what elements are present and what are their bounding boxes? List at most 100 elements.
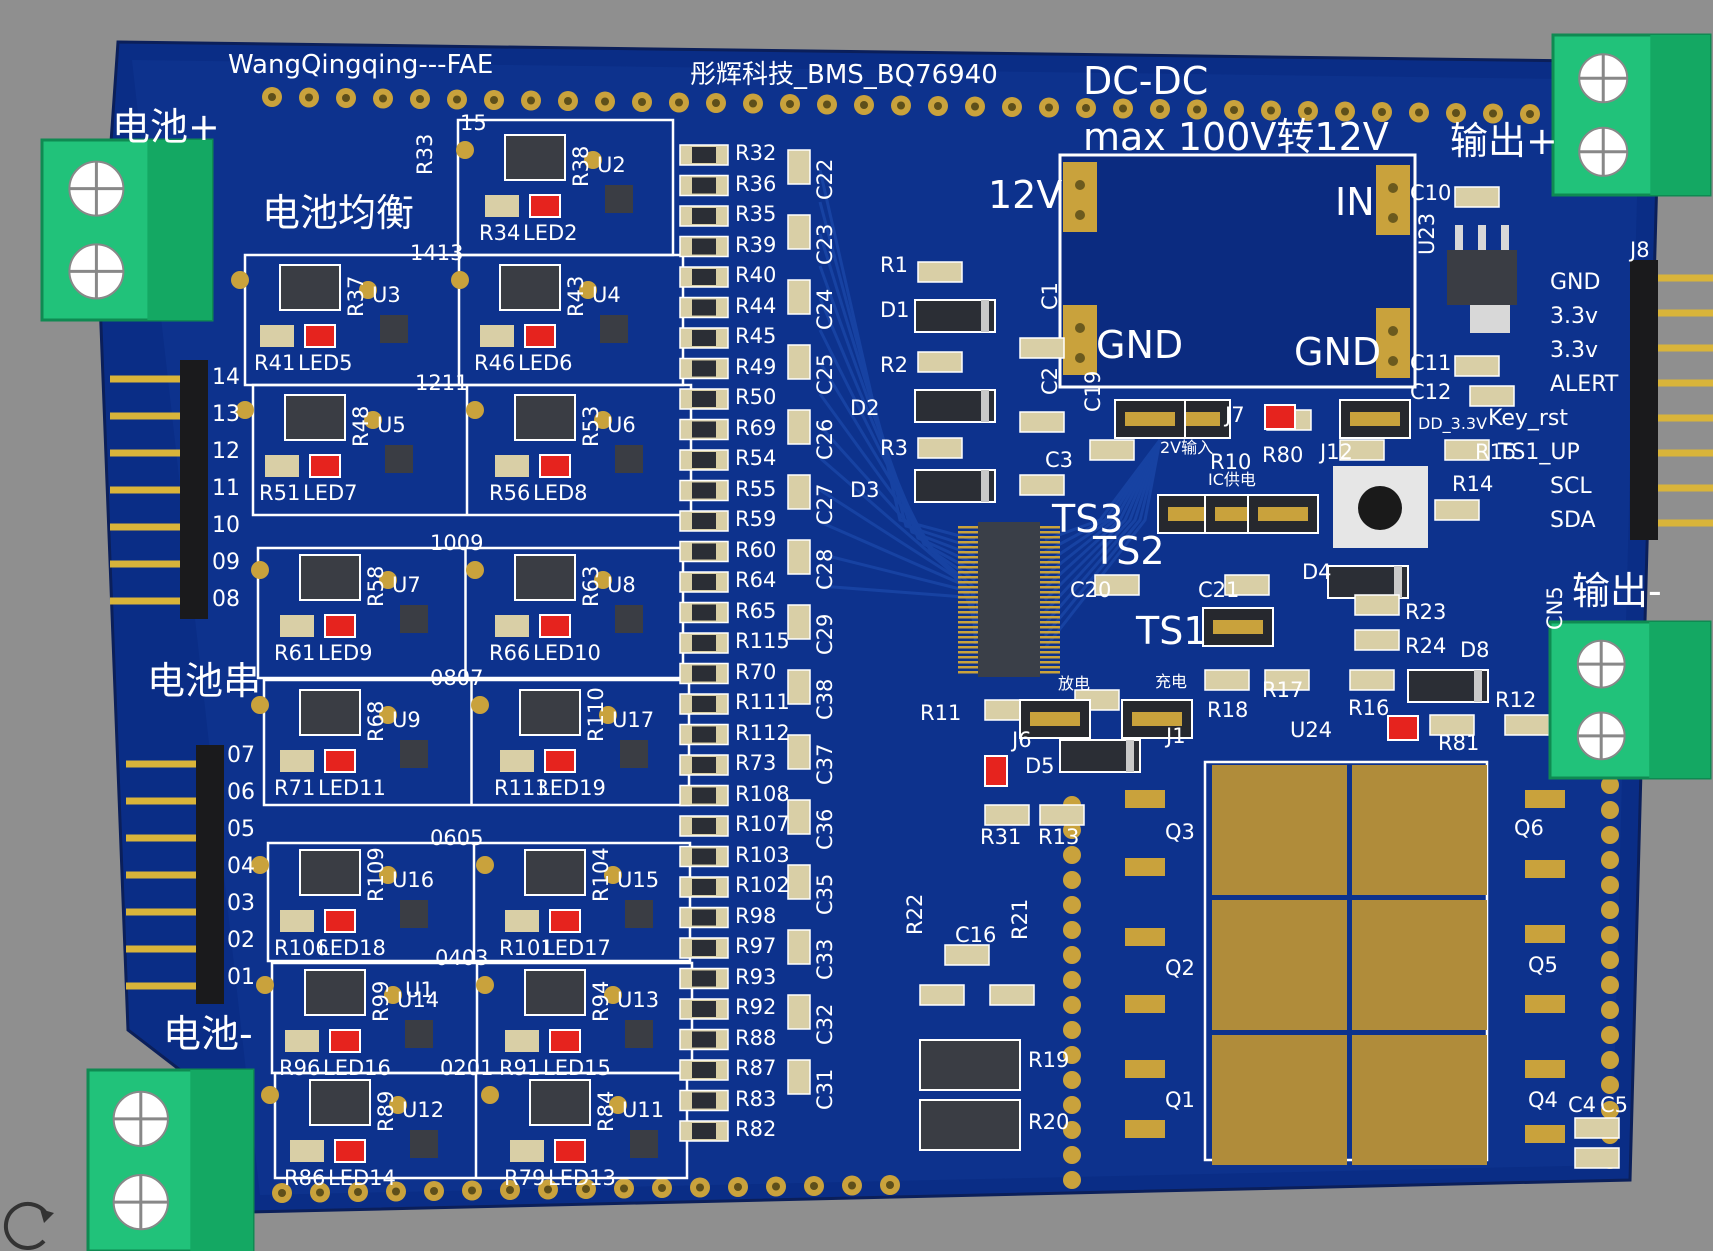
silk-r79: R79 — [504, 1166, 546, 1190]
silk-u17: U17 — [612, 708, 655, 732]
silk-d1: D1 — [880, 298, 910, 322]
silk-d4: D4 — [1302, 560, 1332, 584]
terminal-output-plus — [1551, 33, 1712, 197]
silk-battery-balance: 电池均衡 — [262, 191, 415, 235]
silk-j1: J1 — [1166, 724, 1186, 748]
silk-r10: R10 — [1210, 450, 1252, 474]
silk-12v: 12V — [988, 173, 1063, 217]
silk-r111: R111 — [735, 690, 790, 714]
silk-r12: R12 — [1495, 688, 1537, 712]
silk-c20: C20 — [1070, 578, 1112, 602]
silk-r94: R94 — [589, 980, 613, 1022]
silk-title: 彤辉科技_BMS_BQ76940 — [690, 60, 998, 90]
led — [324, 909, 356, 933]
silk-pair-0201: 0201 — [440, 1056, 494, 1080]
silk-r110: R110 — [584, 687, 608, 742]
silk-discharge: 放电 — [1058, 674, 1091, 693]
silk-gnd-left: GND — [1096, 323, 1184, 367]
silk-r33: R33 — [413, 133, 437, 175]
silk-r61: R61 — [274, 641, 316, 665]
silk-r45: R45 — [735, 324, 777, 348]
silk-r51: R51 — [259, 481, 301, 505]
silk-c31: C31 — [813, 1068, 837, 1110]
dcdc-pad-gnd-right — [1376, 308, 1410, 378]
silk-cell-13: 13 — [212, 402, 240, 427]
silk-gnd-right: GND — [1294, 330, 1382, 374]
silk-r83: R83 — [735, 1086, 777, 1111]
j8-pin-label: SCL — [1550, 474, 1592, 499]
silk-r88: R88 — [735, 1025, 777, 1050]
silk-c19: C19 — [1081, 370, 1105, 412]
silk-j12: J12 — [1320, 440, 1353, 464]
silk-u15: U15 — [617, 868, 660, 892]
silk-u13: U13 — [617, 988, 660, 1012]
silk-d5: D5 — [1025, 754, 1055, 778]
silk-r49: R49 — [735, 354, 777, 379]
silk-r18: R18 — [1207, 698, 1249, 722]
jumper — [1202, 607, 1274, 647]
dcdc-pad-gnd-left — [1063, 305, 1097, 375]
silk-cell-08: 08 — [212, 587, 240, 612]
silk-r34: R34 — [479, 221, 521, 245]
silk-r109: R109 — [364, 847, 388, 902]
silk-c24: C24 — [813, 288, 837, 330]
led — [549, 1029, 581, 1053]
silk-r37: R37 — [344, 275, 368, 317]
j8-pin-label: TS1_UP — [1498, 440, 1580, 465]
silk-r13: R13 — [1038, 825, 1080, 849]
silk-r102: R102 — [735, 873, 790, 897]
jumper — [1247, 494, 1319, 534]
silk-r99: R99 — [369, 980, 393, 1022]
silk-led5: LED5 — [298, 351, 353, 375]
led — [544, 749, 576, 773]
silk-r112: R112 — [735, 720, 790, 745]
silk-12v-input: 2V输入 — [1160, 438, 1214, 457]
silk-c25: C25 — [813, 353, 837, 395]
silk-c32: C32 — [813, 1003, 837, 1045]
led — [329, 1029, 361, 1053]
capacitor — [787, 149, 811, 185]
silk-r108: R108 — [735, 781, 790, 806]
silk-u1: U1 — [405, 978, 434, 1002]
balance-cell — [451, 264, 628, 348]
silk-pair-1009: 1009 — [430, 531, 484, 555]
silk-battery-plus: 电池+ — [112, 105, 220, 149]
silk-cell-12: 12 — [212, 439, 240, 464]
silk-r103: R103 — [735, 842, 790, 867]
silk-r69: R69 — [735, 415, 777, 440]
silk-r24: R24 — [1405, 634, 1447, 658]
silk-u7: U7 — [392, 573, 421, 597]
shunt-r20 — [919, 1099, 1021, 1151]
silk-u6: U6 — [607, 413, 636, 437]
silk-r38: R38 — [569, 145, 593, 187]
silk-c29: C29 — [813, 613, 837, 655]
silk-pair-1211: 1211 — [415, 371, 469, 395]
silk-led16: LED16 — [323, 1056, 391, 1080]
led — [549, 909, 581, 933]
silk-led13: LED13 — [548, 1166, 616, 1190]
silk-r87: R87 — [735, 1056, 777, 1080]
rotate-icon[interactable] — [0, 1195, 60, 1251]
silk-r16: R16 — [1348, 696, 1390, 720]
silk-r35: R35 — [735, 202, 777, 226]
silk-cell-03: 03 — [227, 891, 255, 916]
silk-r63: R63 — [579, 565, 603, 607]
silk-u14: U14 — [397, 988, 440, 1012]
j8-pin-label: GND — [1550, 270, 1601, 295]
silk-r73: R73 — [735, 751, 777, 775]
balance-cell — [476, 969, 653, 1053]
silk-led10: LED10 — [533, 641, 601, 665]
led — [304, 324, 336, 348]
silk-cell-07: 07 — [227, 743, 255, 768]
pin-header — [1630, 260, 1713, 540]
silk-u2: U2 — [597, 153, 626, 177]
silk-output-plus: 输出+ — [1450, 119, 1558, 163]
silk-cell-02: 02 — [227, 928, 255, 953]
silk-cell-14: 14 — [212, 365, 240, 390]
led — [324, 614, 356, 638]
silk-r21: R21 — [1008, 898, 1032, 940]
silk-r1: R1 — [880, 253, 908, 277]
silk-u24: U24 — [1290, 718, 1333, 742]
silk-ic-supply: IC供电 — [1208, 470, 1256, 489]
